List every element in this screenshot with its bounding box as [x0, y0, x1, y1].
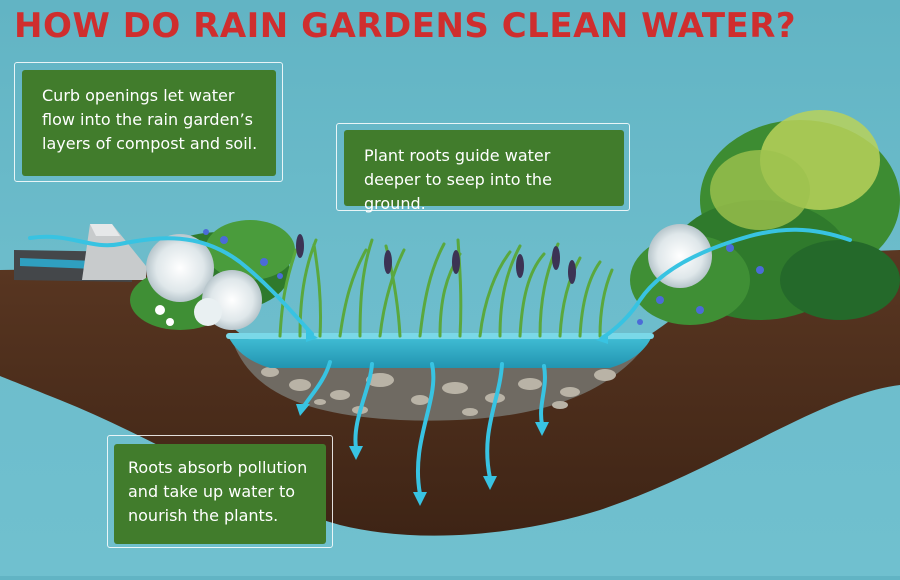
flow-arrowhead-left [306, 330, 318, 342]
right-shrubs [630, 110, 900, 325]
left-shrubs [130, 220, 295, 330]
infiltration-arrows [302, 360, 547, 496]
callout-curb-openings: Curb openings let water flow into the ra… [22, 70, 276, 176]
infiltration-arrowheads [296, 404, 549, 506]
flow-arrowhead-right [596, 334, 608, 344]
grass-seedheads [296, 234, 576, 284]
pool-water [228, 336, 652, 368]
curb-block [82, 224, 146, 280]
page-title: HOW DO RAIN GARDENS CLEAN WATER? [14, 6, 797, 46]
callout-roots-absorb: Roots absorb pollution and take up water… [114, 444, 326, 544]
surface-flow-arrows [28, 227, 852, 340]
pool-grasses [278, 238, 614, 338]
curb-top [90, 224, 120, 236]
callout-plant-roots: Plant roots guide water deeper to seep i… [344, 130, 624, 213]
